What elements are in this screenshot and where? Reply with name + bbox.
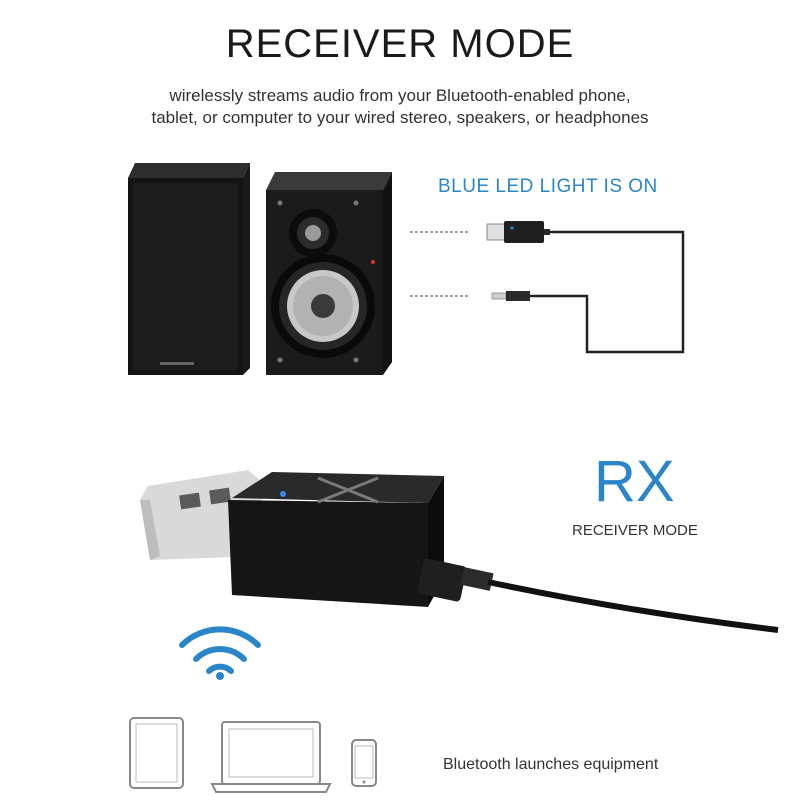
- subtitle-line-1: wirelessly streams audio from your Bluet…: [169, 86, 631, 105]
- aux-plug-small: [491, 291, 530, 301]
- phone-icon: [351, 739, 377, 787]
- cable-loop: [530, 230, 685, 354]
- receiver-mode-label: RECEIVER MODE: [572, 522, 698, 539]
- tablet-icon: [129, 717, 184, 789]
- aux-cable: [487, 579, 779, 633]
- speaker-left: [128, 163, 250, 375]
- page-title: RECEIVER MODE: [225, 22, 575, 66]
- usb-dongle-small: [486, 221, 550, 243]
- rx-label: RX: [594, 449, 675, 514]
- led-status-label: BLUE LED LIGHT IS ON: [438, 176, 658, 197]
- speaker-right: [266, 172, 392, 375]
- subtitle-line-2: tablet, or computer to your wired stereo…: [151, 108, 649, 127]
- laptop-icon: [210, 721, 332, 793]
- wifi-icon: [179, 626, 261, 680]
- usb-dongle-large: [140, 470, 494, 607]
- bluetooth-devices-label: Bluetooth launches equipment: [443, 756, 659, 773]
